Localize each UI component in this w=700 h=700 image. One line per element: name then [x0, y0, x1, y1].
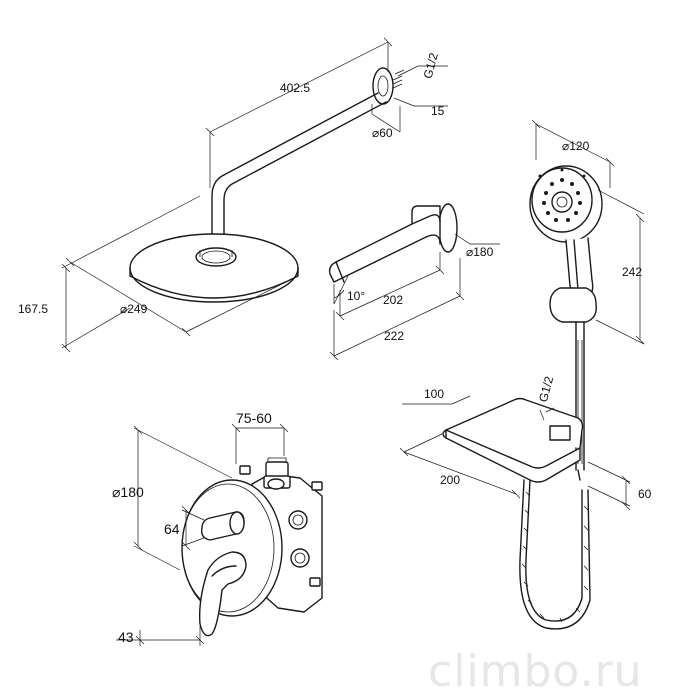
shower-holder: [549, 287, 597, 323]
hand-length-label: 242: [622, 265, 642, 279]
shelf-height-label: 60: [638, 487, 652, 501]
shower-hose: [519, 479, 591, 630]
spout-angle-label: 10°: [347, 289, 365, 303]
spout-flange-label: ⌀180: [466, 245, 494, 259]
shelf-width-label: 200: [440, 473, 460, 487]
drop-label: 167.5: [18, 302, 48, 316]
overhead-shower: 402.5 G1/2 15 ⌀60 167.5 ⌀249: [18, 37, 448, 353]
arm-thread-label: G1/2: [421, 51, 441, 80]
spout-projection-label: 202: [383, 293, 403, 307]
box-depth-label: 75-60: [236, 410, 272, 426]
head-diameter-label: ⌀249: [120, 302, 148, 316]
concealed-mixer: ⌀180 75-60 64 43: [112, 410, 323, 646]
hand-head-diameter-label: ⌀120: [562, 139, 590, 153]
wall-flange: [372, 67, 394, 105]
bath-spout: ⌀180 10° 202 222: [328, 203, 500, 361]
shower-head: [129, 233, 299, 303]
flange-diameter-label: ⌀60: [372, 126, 393, 140]
spout-length-label: 222: [384, 329, 404, 343]
mixer-lever[interactable]: [198, 551, 247, 637]
shelf: 100 G1/2 200 60: [399, 375, 652, 511]
shower-arm: [211, 92, 379, 237]
arm-length-label: 402.5: [280, 81, 310, 95]
shelf-depth-label: 100: [424, 387, 444, 401]
arm-offset-label: 15: [431, 104, 445, 118]
hand-shower: ⌀120 242: [519, 119, 645, 630]
spout-body: [328, 205, 441, 283]
lever-depth-label: 43: [118, 629, 134, 645]
knob-height-label: 64: [164, 521, 180, 537]
shelf-thread-label: G1/2: [536, 375, 556, 404]
plate-diameter-label: ⌀180: [112, 484, 144, 500]
spout-flange: [438, 203, 458, 253]
watermark: climbo.ru: [428, 646, 643, 697]
